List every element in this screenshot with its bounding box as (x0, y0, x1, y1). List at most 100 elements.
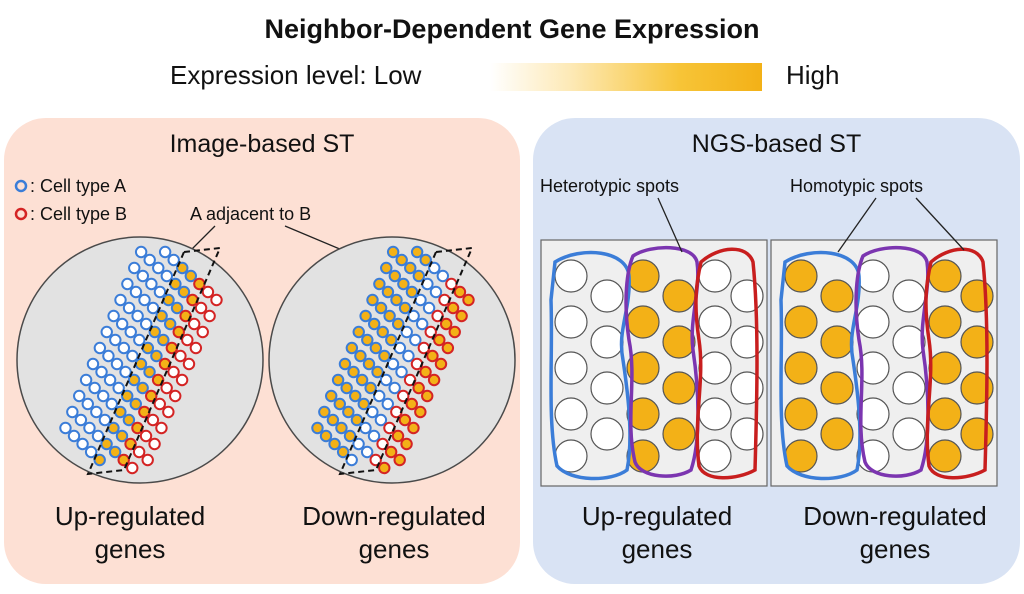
cell (66, 405, 79, 419)
cell (390, 293, 403, 307)
spot (730, 417, 764, 451)
cell (112, 381, 125, 395)
spot (820, 325, 854, 359)
cell (146, 301, 160, 315)
cell (407, 309, 420, 323)
cell (74, 413, 88, 427)
cell-type-b-legend: : Cell type B (30, 204, 128, 224)
cell (175, 373, 189, 387)
cell (98, 413, 112, 427)
cell (133, 333, 146, 347)
cell (126, 461, 139, 475)
cell (415, 317, 429, 331)
heterotypic-outline (854, 245, 930, 478)
cell (433, 333, 446, 347)
cell (386, 245, 400, 259)
heterotypic-outline (624, 245, 700, 478)
cell (380, 261, 393, 275)
cell (355, 373, 369, 387)
cell (182, 357, 196, 371)
spot (626, 351, 660, 385)
cell (371, 365, 384, 379)
cell (422, 301, 436, 315)
cell (398, 301, 412, 315)
cell (124, 325, 137, 339)
figure-title: Neighbor-Dependent Gene Expression (264, 14, 760, 44)
cell (90, 405, 103, 419)
cell (384, 445, 398, 459)
cell (391, 317, 405, 331)
cell (311, 421, 324, 435)
spot (856, 351, 890, 385)
cell (193, 277, 206, 291)
cell (342, 405, 355, 419)
spot (554, 351, 588, 385)
cell (388, 269, 402, 283)
spot (960, 417, 994, 451)
spot (892, 325, 926, 359)
cell (187, 317, 201, 331)
cell (395, 253, 408, 267)
cell (462, 293, 475, 307)
cell (352, 325, 365, 339)
cell (374, 301, 388, 315)
cell (345, 341, 359, 355)
cell (361, 333, 374, 347)
spot (928, 351, 962, 385)
ngs-up-caption-line1: Up-regulated (581, 501, 733, 531)
cell (86, 357, 100, 371)
cell (412, 269, 426, 283)
cell (402, 349, 415, 363)
cell (448, 325, 461, 339)
cell (381, 397, 394, 411)
spot (928, 397, 962, 431)
cell (95, 365, 108, 379)
cell (386, 357, 400, 371)
cell (319, 429, 333, 443)
cell (189, 341, 203, 355)
cell (117, 341, 131, 355)
ngs-up-caption-line2: genes (621, 534, 693, 564)
cell (108, 445, 122, 459)
cell (84, 445, 98, 459)
cell (400, 325, 413, 339)
cell (174, 349, 187, 363)
cell (338, 357, 352, 371)
spot (960, 325, 994, 359)
cell (151, 373, 165, 387)
cell (73, 389, 86, 403)
image-down-caption-line2: genes (358, 534, 430, 564)
heterotypic-leader-line (657, 197, 683, 253)
heterotypic-spots-label: Heterotypic spots (540, 176, 680, 196)
cell (121, 277, 134, 291)
ngs-up-caption: Up-regulated genes (537, 500, 777, 566)
spot (698, 351, 732, 385)
cell (426, 349, 439, 363)
spot (784, 305, 818, 339)
cell (427, 373, 441, 387)
cell (122, 301, 136, 315)
cell (114, 293, 127, 307)
cell (395, 365, 408, 379)
cell (129, 285, 143, 299)
cell (376, 325, 389, 339)
cell (345, 453, 358, 467)
cell (419, 253, 432, 267)
spot (820, 417, 854, 451)
cell (354, 349, 367, 363)
cell (326, 413, 340, 427)
cell (393, 453, 406, 467)
cell (141, 453, 154, 467)
spot (590, 417, 624, 451)
cell (103, 373, 117, 387)
cell (340, 381, 353, 395)
cell (146, 413, 160, 427)
cell (155, 421, 168, 435)
cell (429, 285, 443, 299)
spot (784, 259, 818, 293)
cell (410, 357, 424, 371)
ngs-down-caption: Down-regulated genes (775, 500, 1015, 566)
cell (347, 365, 360, 379)
cell (139, 317, 153, 331)
cell (352, 437, 365, 451)
